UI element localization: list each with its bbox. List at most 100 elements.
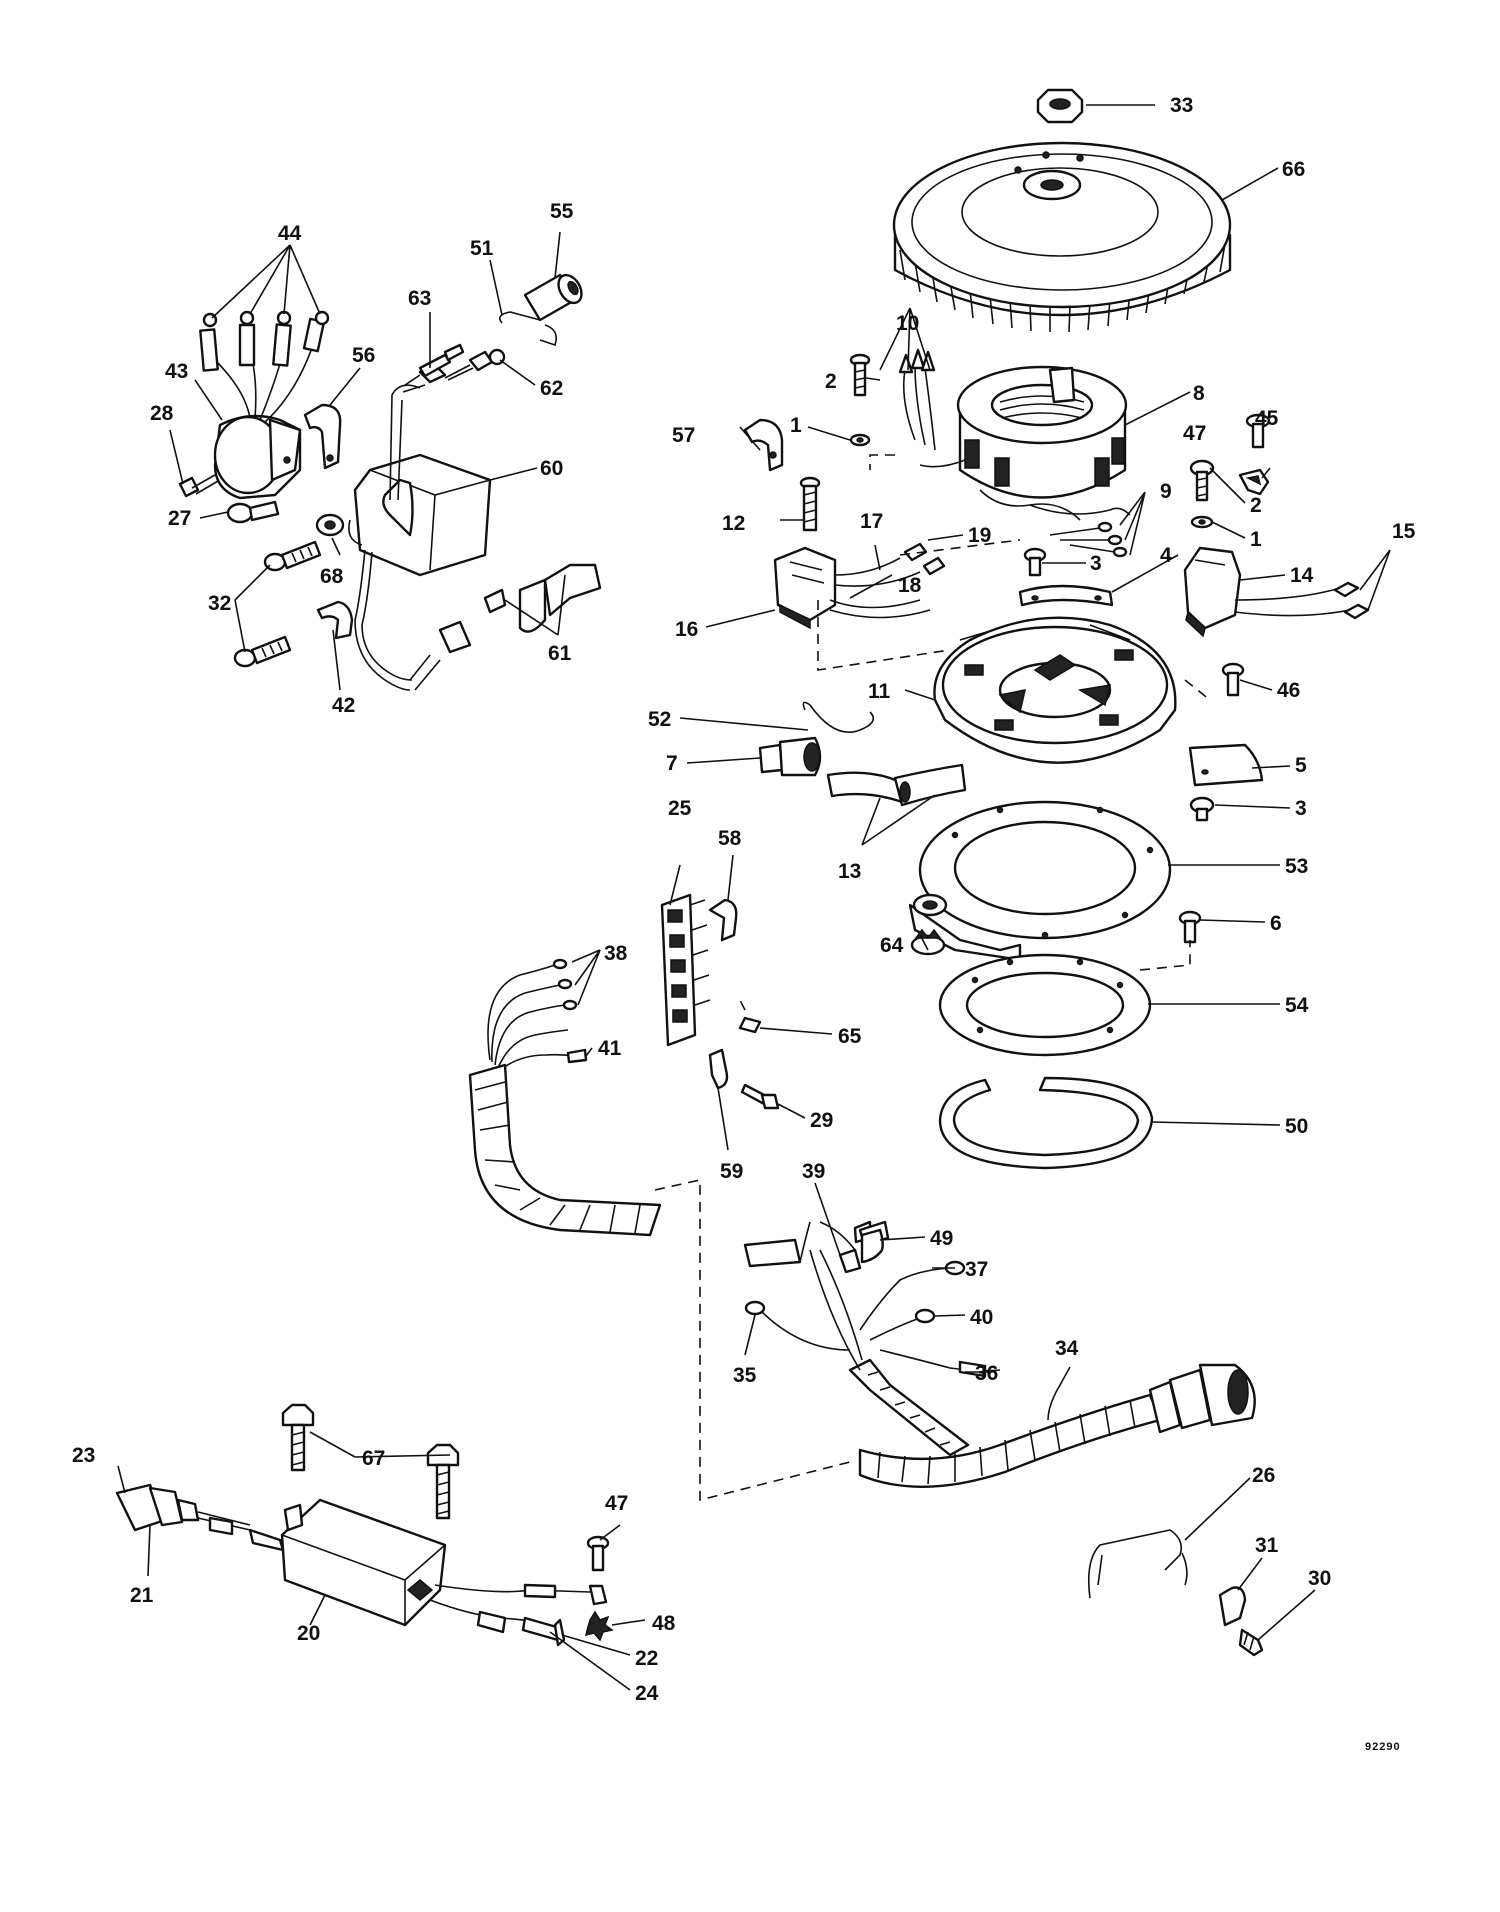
callout-51: 51 bbox=[470, 237, 494, 260]
link-49 bbox=[860, 1228, 884, 1264]
connector-23 bbox=[115, 1483, 285, 1552]
callout-27: 27 bbox=[168, 507, 191, 530]
callout-11: 11 bbox=[868, 680, 891, 703]
callout-9: 9 bbox=[1160, 480, 1172, 503]
callout-67: 67 bbox=[362, 1447, 385, 1470]
screw-28 bbox=[178, 474, 219, 498]
callout-20: 20 bbox=[297, 1622, 320, 1645]
callout-15: 15 bbox=[1392, 520, 1416, 543]
clip-26 bbox=[1087, 1529, 1188, 1599]
callout-43: 43 bbox=[165, 360, 188, 383]
clamp-58 bbox=[708, 898, 738, 942]
clamp-56 bbox=[303, 403, 342, 470]
callout-35: 35 bbox=[733, 1364, 757, 1387]
callout-2-left: 2 bbox=[825, 370, 837, 393]
reference-number: 92290 bbox=[1365, 1741, 1401, 1753]
callout-68: 68 bbox=[320, 565, 344, 588]
grommet-64 bbox=[910, 928, 946, 956]
callout-14: 14 bbox=[1290, 564, 1314, 587]
callout-28: 28 bbox=[150, 402, 174, 425]
callout-44: 44 bbox=[278, 222, 302, 245]
callout-45: 45 bbox=[1255, 407, 1279, 430]
retainer-ring-54 bbox=[938, 953, 1152, 1057]
rectifier-43 bbox=[199, 310, 330, 500]
callout-12: 12 bbox=[722, 512, 745, 535]
screw-46 bbox=[1221, 662, 1245, 697]
lockwasher-1-right bbox=[1190, 515, 1214, 529]
split-ring-50 bbox=[938, 1076, 1154, 1170]
callout-42: 42 bbox=[332, 694, 355, 717]
callout-33: 33 bbox=[1170, 94, 1193, 117]
callout-54: 54 bbox=[1285, 994, 1309, 1017]
callout-46: 46 bbox=[1277, 679, 1300, 702]
wiring-harness-38-41 bbox=[468, 958, 662, 1237]
callout-61: 61 bbox=[548, 642, 572, 665]
screw-12 bbox=[799, 476, 821, 532]
screw-65 bbox=[738, 1016, 762, 1034]
callout-23: 23 bbox=[72, 1444, 95, 1467]
callout-6: 6 bbox=[1270, 912, 1282, 935]
routing-lines bbox=[654, 454, 1211, 1502]
callout-3-upper: 3 bbox=[1090, 552, 1102, 575]
callout-19: 19 bbox=[968, 524, 991, 547]
callout-24: 24 bbox=[635, 1682, 659, 1705]
wiring-harness-34 bbox=[743, 1220, 1256, 1488]
callout-58: 58 bbox=[718, 827, 742, 850]
callout-49: 49 bbox=[930, 1227, 953, 1250]
screw-27 bbox=[226, 500, 280, 524]
callout-8: 8 bbox=[1193, 382, 1205, 405]
screw-67-left bbox=[281, 1403, 315, 1472]
screw-32-upper bbox=[263, 540, 322, 572]
callout-37: 37 bbox=[965, 1258, 988, 1281]
callout-38: 38 bbox=[604, 942, 628, 965]
ignition-coil-60 bbox=[348, 350, 494, 691]
star-washer-48 bbox=[584, 1610, 614, 1642]
callout-64: 64 bbox=[880, 934, 904, 957]
screw-2-left bbox=[849, 353, 871, 397]
callout-47-right: 47 bbox=[1183, 422, 1206, 445]
callout-40: 40 bbox=[970, 1306, 993, 1329]
terminals-9 bbox=[1049, 521, 1128, 558]
callout-55: 55 bbox=[550, 200, 574, 223]
callout-31: 31 bbox=[1255, 1534, 1279, 1557]
sleeve-13 bbox=[826, 763, 967, 807]
flywheel-nut bbox=[1036, 88, 1084, 124]
spark-plug-cap-55 bbox=[523, 273, 583, 322]
retainer-4 bbox=[1018, 584, 1114, 607]
callout-5: 5 bbox=[1295, 754, 1307, 777]
callout-47-lower: 47 bbox=[605, 1492, 628, 1515]
callout-7: 7 bbox=[666, 752, 678, 775]
callout-26: 26 bbox=[1252, 1464, 1275, 1487]
callout-41: 41 bbox=[598, 1037, 622, 1060]
screw-6 bbox=[1178, 910, 1202, 944]
clip-51 bbox=[499, 311, 558, 347]
callout-52: 52 bbox=[648, 708, 671, 731]
callout-32: 32 bbox=[208, 592, 231, 615]
armature-plate-53 bbox=[908, 800, 1172, 992]
power-pack-20 bbox=[280, 1498, 447, 1627]
callout-16: 16 bbox=[675, 618, 698, 641]
callout-53: 53 bbox=[1285, 855, 1308, 878]
clamp-57 bbox=[743, 418, 784, 472]
coil-lead-63 bbox=[418, 343, 465, 378]
plate-5 bbox=[1188, 743, 1264, 787]
clip-52 bbox=[802, 701, 875, 734]
callout-22: 22 bbox=[635, 1647, 658, 1670]
screw-32-lower bbox=[233, 635, 292, 668]
screw-30 bbox=[1238, 1628, 1264, 1657]
callout-4: 4 bbox=[1160, 544, 1172, 567]
callout-18: 18 bbox=[898, 574, 922, 597]
callout-1-left: 1 bbox=[790, 414, 802, 437]
callout-66: 66 bbox=[1282, 158, 1305, 181]
callout-numbers: 33 66 10 2 8 1 57 47 45 9 2 1 15 12 17 1… bbox=[72, 94, 1416, 1705]
clamp-59 bbox=[708, 1048, 729, 1090]
screw-47-right bbox=[1245, 413, 1271, 449]
callout-34: 34 bbox=[1055, 1337, 1079, 1360]
callout-1-right: 1 bbox=[1250, 528, 1262, 551]
power-pack-leads bbox=[429, 1583, 608, 1647]
screw-2-right bbox=[1189, 459, 1215, 502]
callout-56: 56 bbox=[352, 344, 375, 367]
callout-2-right: 2 bbox=[1250, 494, 1262, 517]
stator-leads bbox=[898, 348, 936, 451]
